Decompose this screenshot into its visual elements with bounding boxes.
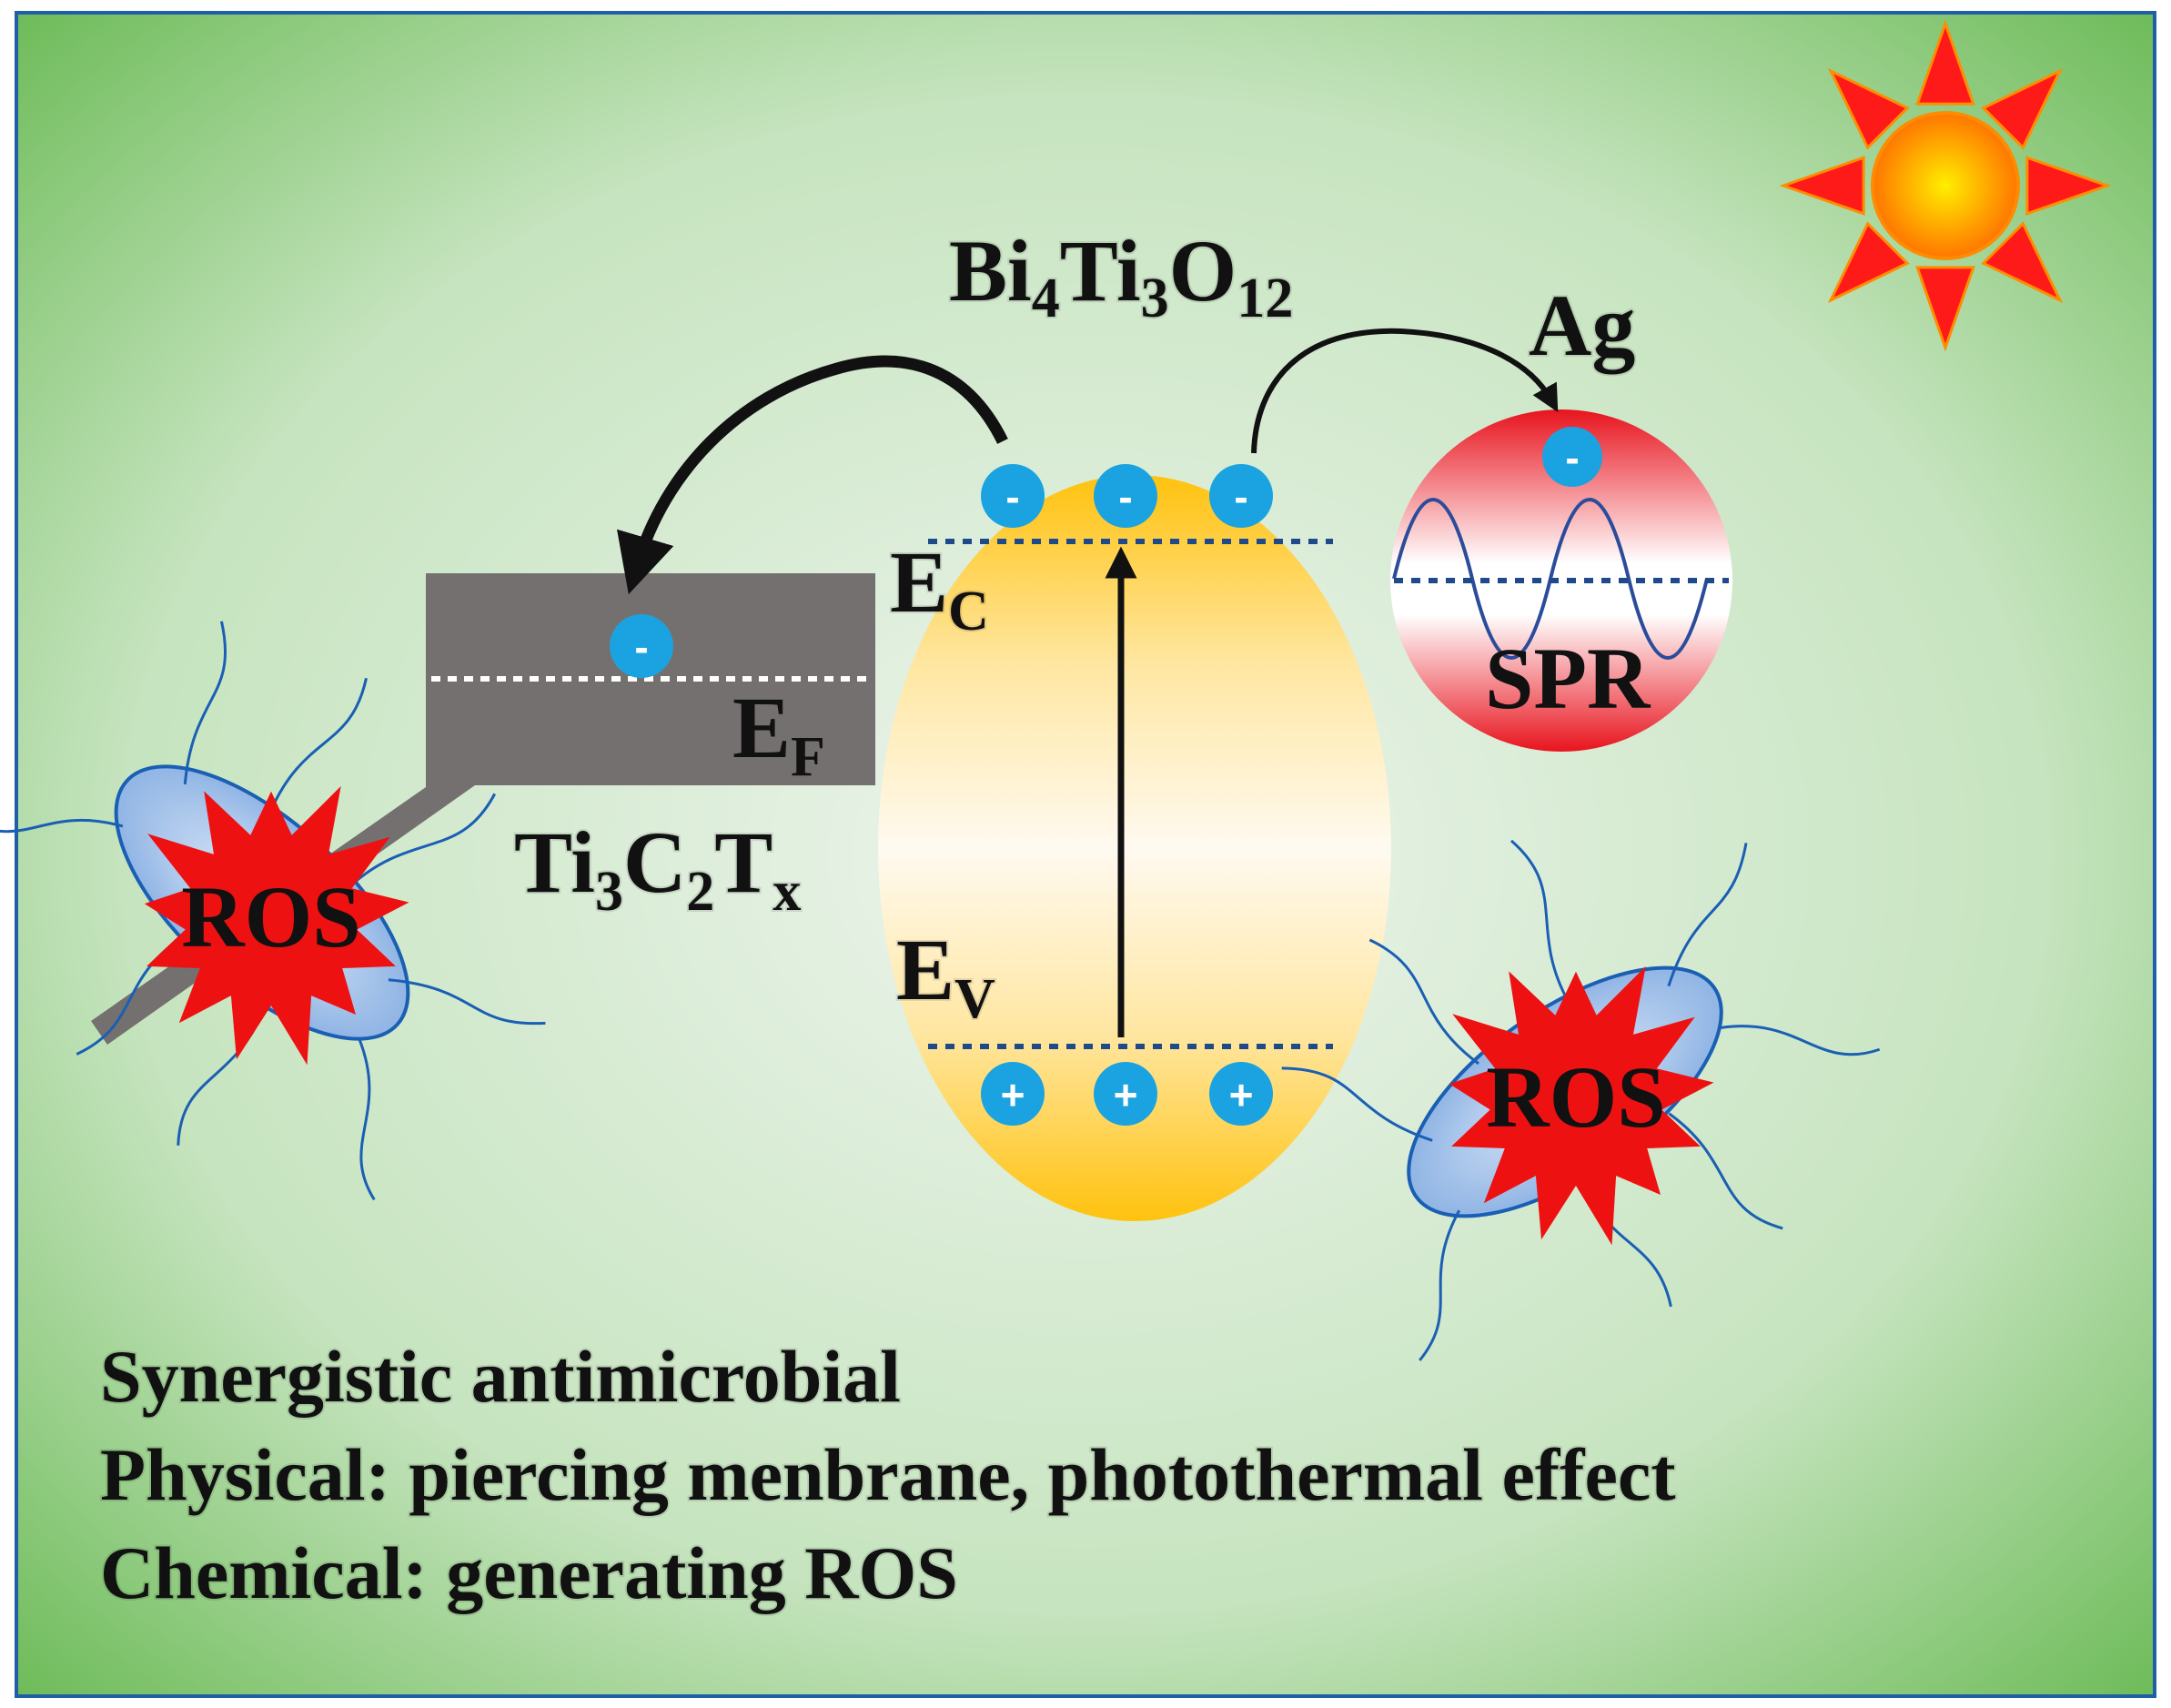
- label-ef: EF: [732, 679, 825, 788]
- svg-text:+: +: [1001, 1071, 1025, 1118]
- svg-text:-: -: [1234, 473, 1247, 520]
- sun-ray: [1915, 19, 1975, 106]
- ag-nanoparticle: [1390, 409, 1732, 752]
- ti3c2tx-sheet: [91, 573, 875, 1045]
- bi4ti3o12-particle: [878, 475, 1391, 1221]
- label-ec: EC: [890, 533, 989, 642]
- sun-icon: [1779, 19, 2112, 352]
- svg-text:-: -: [634, 623, 648, 671]
- caption-line-1: Synergistic antimicrobial: [100, 1335, 901, 1418]
- hole-icon: +: [1094, 1062, 1157, 1126]
- label-ag: Ag: [1529, 277, 1635, 374]
- sun-ray: [2025, 156, 2112, 216]
- svg-text:-: -: [1118, 473, 1132, 520]
- hole-icon: +: [1209, 1062, 1273, 1126]
- ros-burst-left-icon: [144, 785, 409, 1066]
- sun-ray: [1981, 221, 2064, 304]
- svg-text:+: +: [1229, 1071, 1254, 1118]
- sun-ray: [1981, 67, 2064, 150]
- ros-burst-right-icon: [1449, 965, 1714, 1246]
- electron-transfer-arrow-to-ag: [1251, 328, 1559, 454]
- label-ros-left: ROS: [181, 868, 360, 965]
- electron-icon: -: [610, 614, 673, 678]
- caption-line-2: Physical: piercing menbrane, phototherma…: [100, 1433, 1676, 1516]
- electron-icon: -: [1094, 464, 1157, 528]
- electron-icon: -: [1542, 427, 1602, 487]
- svg-text:-: -: [1565, 434, 1579, 481]
- caption-line-3: Chemical: generating ROS: [100, 1531, 958, 1614]
- sun-ray: [1915, 266, 1975, 352]
- label-ti3c2tx: Ti3C2Tx: [514, 814, 801, 923]
- label-ros-right: ROS: [1486, 1048, 1665, 1146]
- svg-text:+: +: [1114, 1071, 1138, 1118]
- electron-transfer-arrow-to-mxene: [617, 355, 1008, 595]
- label-bi4ti3o12: Bi4Ti3O12: [949, 222, 1293, 329]
- label-ev: EV: [896, 921, 995, 1030]
- svg-text:-: -: [1005, 473, 1019, 520]
- electron-icon: -: [981, 464, 1045, 528]
- sun-ray: [1827, 221, 1910, 304]
- sun-ray: [1827, 67, 1910, 150]
- hole-icon: +: [981, 1062, 1045, 1126]
- electron-icon: -: [1209, 464, 1273, 528]
- sun-ray: [1779, 156, 1865, 216]
- label-spr: SPR: [1485, 630, 1651, 727]
